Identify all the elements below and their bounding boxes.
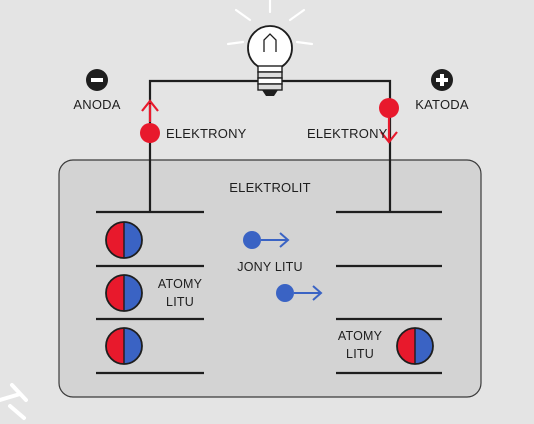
electrons-right-label: ELEKTRONY [307,126,388,141]
electrolyte-box [58,159,482,398]
lithium-ion [243,231,290,249]
sparkle-decoration [0,383,28,420]
lithium-atom [105,221,143,259]
atoms-right-label-line2: LITU [346,347,374,361]
electron-right [379,98,399,144]
lithium-atom [105,274,143,312]
cathode-layers [336,210,442,375]
ions-label: JONY LITU [237,260,302,274]
electrons-left-label: ELEKTRONY [166,126,247,141]
lithium-ion [276,284,323,302]
atoms-right-label-line1: ATOMY [338,329,383,343]
anode-label: ANODA [73,97,120,112]
cathode-label: KATODA [415,97,469,112]
plus-circle-icon [431,69,453,91]
anode-layers [96,210,204,375]
electrolyte-label: ELEKTROLIT [229,180,310,195]
electron-left [140,99,160,143]
minus-circle-icon [86,69,108,91]
lithium-atom [396,327,434,365]
light-bulb-icon [226,0,314,96]
atoms-left-label-line2: LITU [166,295,194,309]
lithium-atom [105,327,143,365]
atoms-left-label-line1: ATOMY [158,277,203,291]
